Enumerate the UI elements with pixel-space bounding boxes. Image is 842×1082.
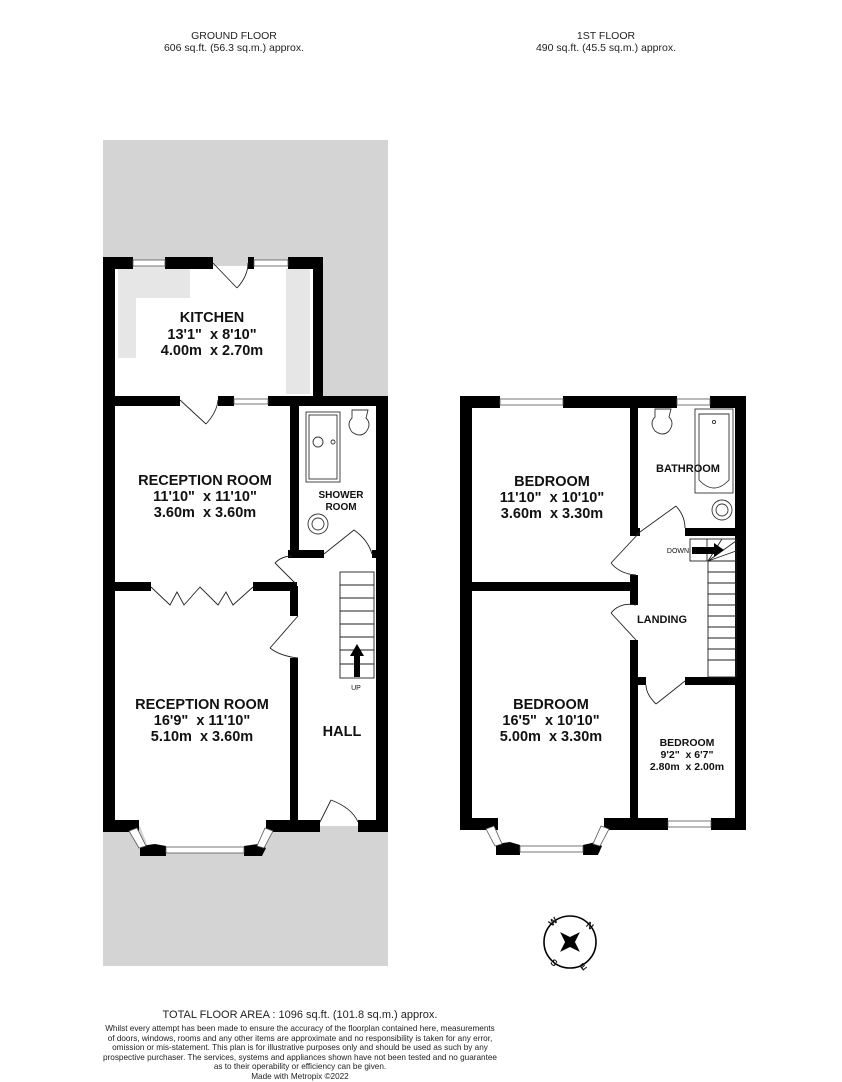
compass-n: N [584, 920, 595, 932]
ground-windows [128, 259, 289, 854]
disclaimer-line: omission or mis-statement. This plan is … [112, 1043, 488, 1053]
ground-floor-header: GROUND FLOOR 606 sq.ft. (56.3 sq.m.) app… [134, 30, 334, 54]
bedroom-front-name: BEDROOM [513, 697, 589, 713]
ground-walls [103, 257, 388, 856]
compass-s: S [548, 957, 559, 969]
kitchen-worktop-right [286, 268, 310, 394]
shower-room-name-2: ROOM [325, 502, 356, 513]
first-floor-plan: BEDROOM 11'10" x 10'10" 3.60m x 3.30m BA… [460, 396, 746, 855]
bedroom-rear-label: BEDROOM 11'10" x 10'10" 3.60m x 3.30m [500, 474, 605, 522]
bedroom-rear-imperial: 11'10" x 10'10" [500, 490, 605, 506]
credit: Made with Metropix ©2022 [251, 1071, 349, 1081]
ground-floor-title: GROUND FLOOR [191, 30, 277, 42]
reception-rear-metric: 3.60m x 3.60m [154, 505, 256, 521]
total-floor-area: TOTAL FLOOR AREA : 1096 sq.ft. (101.8 sq… [162, 1009, 438, 1021]
disclaimer-line: Whilst every attempt has been made to en… [105, 1024, 495, 1033]
bedroom-front-metric: 5.00m x 3.30m [500, 729, 602, 745]
first-floor-title: 1ST FLOOR [576, 30, 636, 42]
reception-front-imperial: 16'9" x 11'10" [154, 713, 250, 729]
bedroom-front-imperial: 16'5" x 10'10" [502, 713, 599, 729]
reception-front-label: RECEPTION ROOM 16'9" x 11'10" 5.10m x 3.… [135, 697, 269, 745]
disclaimer-line: of doors, windows, rooms and any other i… [107, 1033, 493, 1043]
toilet-icon [651, 408, 673, 435]
bedroom-front-label: BEDROOM 16'5" x 10'10" 5.00m x 3.30m [500, 697, 602, 745]
kitchen-name: KITCHEN [180, 310, 244, 326]
shower-room-fixtures [305, 409, 370, 535]
footer: TOTAL FLOOR AREA : 1096 sq.ft. (101.8 sq… [40, 1009, 560, 1082]
stairs-up-arrow-icon [350, 644, 364, 677]
reception-front-metric: 5.10m x 3.60m [151, 729, 253, 745]
stairs-down-arrow-icon [692, 543, 724, 557]
landing-label: LANDING [637, 614, 687, 626]
basin-icon [307, 513, 329, 535]
ground-floor-plan: KITCHEN 13'1" x 8'10" 4.00m x 2.70m RECE… [103, 140, 388, 966]
bedroom-rear-metric: 3.60m x 3.30m [501, 506, 603, 522]
ground-floor-area: 606 sq.ft. (56.3 sq.m.) approx. [163, 42, 305, 54]
shower-tray-icon [305, 411, 341, 483]
hall-stairs [339, 571, 375, 679]
compass-e: E [578, 961, 589, 973]
shower-room-name-1: SHOWER [319, 490, 365, 501]
bedroom-rear-name: BEDROOM [514, 474, 590, 490]
ground-doors [150, 262, 373, 823]
first-floor-header: 1ST FLOOR 490 sq.ft. (45.5 sq.m.) approx… [506, 30, 706, 54]
disclaimer-line: as to their operability or efficiency ca… [213, 1062, 387, 1072]
reception-rear-label: RECEPTION ROOM 11'10" x 11'10" 3.60m x 3… [138, 473, 272, 521]
bathroom-fixtures [651, 408, 734, 521]
first-doors [610, 505, 686, 705]
disclaimer: Whilst every attempt has been made to en… [40, 1024, 560, 1082]
first-floor-area: 490 sq.ft. (45.5 sq.m.) approx. [535, 42, 677, 54]
toilet-icon [348, 409, 370, 436]
kitchen-label: KITCHEN 13'1" x 8'10" 4.00m x 2.70m [161, 310, 263, 359]
bedroom-small-name: BEDROOM [660, 737, 715, 749]
bedroom-small-label: BEDROOM 9'2" x 6'7" 2.80m x 2.00m [650, 737, 724, 773]
stairs-up-label: UP [351, 685, 361, 692]
kitchen-worktop [118, 266, 190, 358]
bedroom-small-metric: 2.80m x 2.00m [650, 761, 724, 773]
stairs-down-label: DOWN [667, 548, 689, 555]
kitchen-imperial: 13'1" x 8'10" [167, 327, 256, 343]
bathtub-icon [694, 408, 734, 494]
basin-icon [711, 499, 733, 521]
shower-room-label: SHOWER ROOM [319, 490, 365, 513]
compass-icon: W N S E [543, 915, 597, 973]
landing-stairs [689, 538, 737, 678]
disclaimer-line: prospective purchaser. The services, sys… [102, 1052, 497, 1062]
bathroom-label: BATHROOM [656, 463, 720, 475]
reception-front-name: RECEPTION ROOM [135, 697, 269, 713]
hall-label: HALL [323, 724, 362, 740]
first-windows [485, 398, 712, 853]
reception-rear-name: RECEPTION ROOM [138, 473, 272, 489]
reception-rear-imperial: 11'10" x 11'10" [153, 489, 257, 505]
first-walls [460, 396, 746, 855]
kitchen-metric: 4.00m x 2.70m [161, 343, 263, 359]
bedroom-small-imperial: 9'2" x 6'7" [661, 749, 714, 761]
